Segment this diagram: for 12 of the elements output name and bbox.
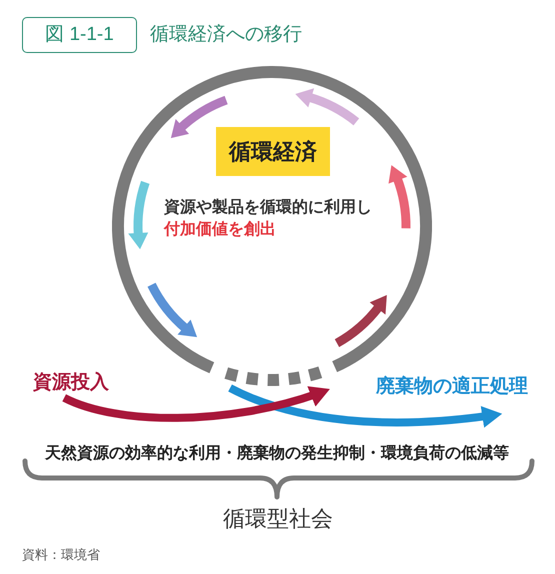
society-label: 循環型社会 — [223, 507, 333, 534]
curved-arrow — [228, 384, 503, 428]
highlight-text: 付加価値を創出 — [164, 219, 276, 238]
curved-arrow — [62, 385, 332, 422]
concept-box: 循環経済 — [216, 127, 330, 176]
description-text: 資源や製品を循環的に利用し — [164, 197, 372, 216]
source-note: 資料：環境省 — [22, 548, 100, 564]
input-label: 資源投入 — [33, 371, 109, 394]
figure-number-tag: 図 1-1-1 — [22, 17, 137, 53]
output-label: 廃棄物の適正処理 — [376, 375, 528, 398]
summary-text: 天然資源の効率的な利用・廃棄物の発生抑制・環境負荷の低減等 — [45, 443, 509, 462]
figure-title: 循環経済への移行 — [150, 23, 302, 46]
